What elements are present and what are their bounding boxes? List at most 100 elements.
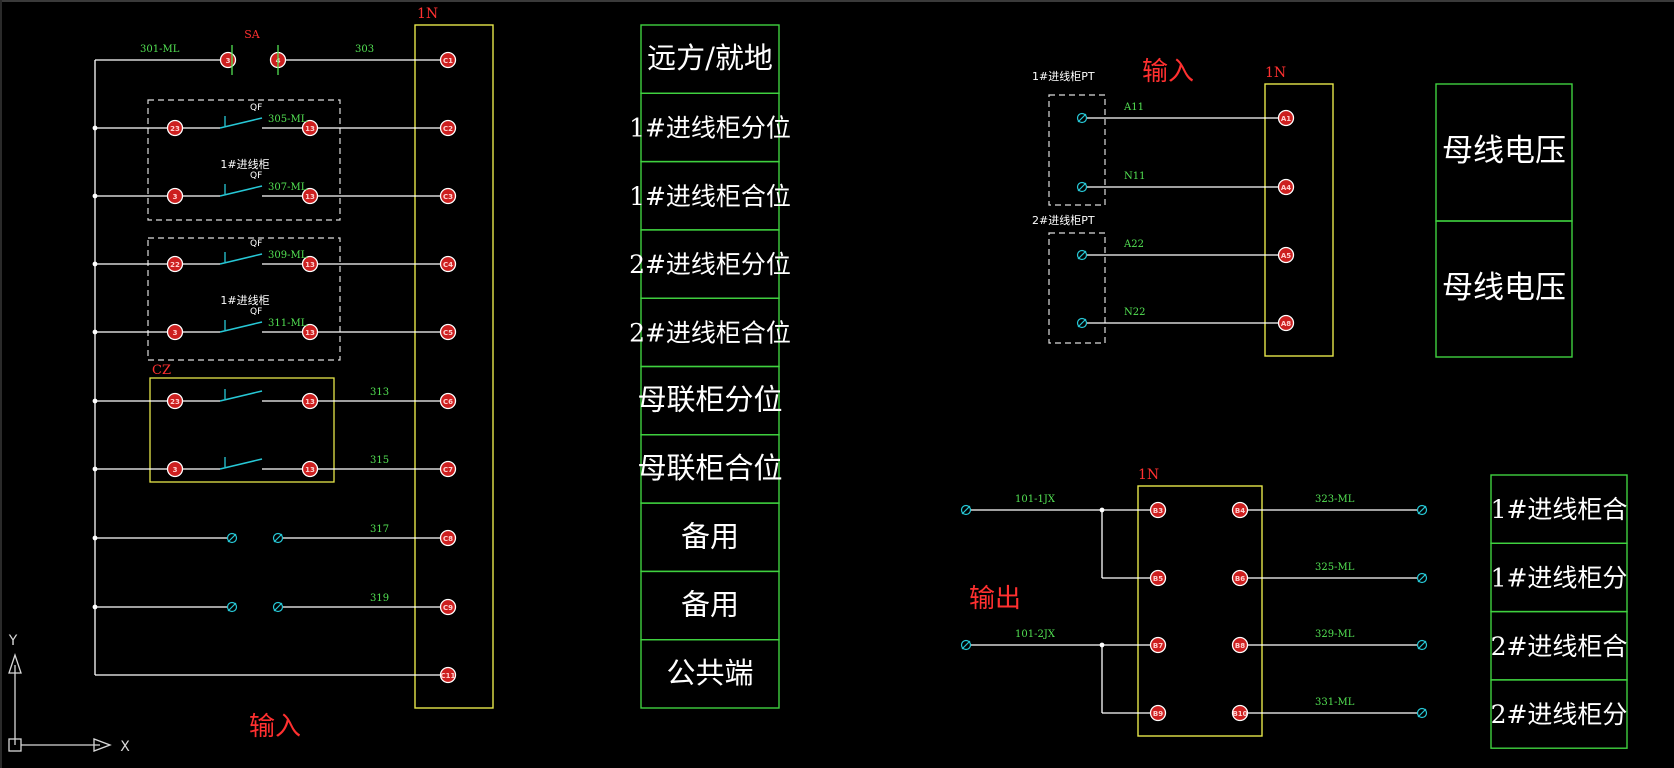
pt-box-1: [1048, 94, 1106, 206]
open-terminal-circle: [1076, 181, 1088, 193]
terminal-circle: [301, 323, 319, 341]
terminal-label: 23: [170, 125, 180, 133]
terminal-strip-1n-bottom-right: [1137, 485, 1263, 737]
bottom-left-terminal: B7: [1149, 636, 1167, 654]
open-terminal-circle: [1416, 639, 1428, 651]
contact-blade: [219, 321, 263, 333]
terminal-label: C6: [443, 398, 453, 406]
terminal-circle: [439, 598, 457, 616]
wire-label-301: 301-ML: [140, 44, 180, 55]
terminal-circle: [439, 460, 457, 478]
contact-terminal-right: 13: [301, 460, 319, 478]
terminal-label: A1: [1281, 115, 1291, 123]
terminal-circle: [301, 255, 319, 273]
contact-terminal-left: 23: [166, 392, 184, 410]
contact-terminal-left: 3: [166, 187, 184, 205]
open-terminal-slash: [227, 533, 237, 543]
terminal-label: B3: [1153, 507, 1163, 515]
cz-box: [149, 377, 335, 483]
wire-label-303: 303: [355, 44, 374, 55]
terminal-circle: [1231, 704, 1249, 722]
sa-terminal-3: 3: [219, 51, 237, 69]
terminal-label: C2: [443, 125, 453, 133]
strip-terminal: C7: [439, 460, 457, 478]
pt-wire-label: N11: [1124, 171, 1145, 182]
contact-terminal-right: 13: [301, 392, 319, 410]
cabinet-box-2: [147, 237, 341, 361]
ucs-y-label: Y: [8, 633, 18, 649]
terminal-label: 3: [173, 466, 178, 474]
open-terminal-circle: [272, 532, 284, 544]
ucs-x-label: X: [120, 739, 130, 755]
terminal-label: C1: [443, 57, 453, 65]
terminal-label: B6: [1235, 575, 1245, 583]
terminal-circle: [439, 323, 457, 341]
strip-terminal: C6: [439, 392, 457, 410]
pt-open-terminal: [1076, 317, 1088, 329]
open-terminal-slash: [273, 533, 283, 543]
open-terminal-circle: [272, 601, 284, 613]
window-left-border: [0, 0, 2, 768]
open-terminal-circle: [1416, 572, 1428, 584]
contact-blade: [219, 185, 263, 197]
output-open-terminal: [1416, 572, 1428, 584]
legend-left-item: 2#进线柜合位: [629, 318, 791, 347]
qf-contact: [219, 390, 263, 402]
legend-left-item: 公共端: [666, 656, 753, 690]
qf-contact: [219, 185, 263, 197]
pt-label-2: 2#进线柜PT: [1032, 213, 1095, 227]
open-terminal-slash: [1077, 250, 1087, 260]
wire-label: 317: [370, 524, 389, 535]
terminal-label: A4: [1281, 184, 1291, 192]
bottom-left-terminal: B5: [1149, 569, 1167, 587]
terminal-label: C3: [443, 193, 453, 201]
terminal-circle: [1231, 569, 1249, 587]
top-right-strip-terminal: A5: [1277, 246, 1295, 264]
open-terminal-slash: [273, 602, 283, 612]
cabinet-label-2: 1#进线柜: [220, 293, 269, 307]
cabinet-box-1: [147, 99, 341, 221]
output-wire-label: 323-ML: [1315, 494, 1355, 505]
open-terminal-circle: [226, 532, 238, 544]
open-terminal-slash: [1077, 113, 1087, 123]
input-junction-dot: [1099, 507, 1105, 513]
open-terminal-slash: [961, 640, 971, 650]
contact-terminal-right: 13: [301, 119, 319, 137]
bottom-right-terminal: B10: [1231, 704, 1249, 722]
terminal-label: 3: [173, 329, 178, 337]
terminal-circle: [1149, 501, 1167, 519]
terminal-circle: [1149, 704, 1167, 722]
terminal-circle: [1277, 314, 1295, 332]
terminal-circle: [301, 187, 319, 205]
open-terminal-circle: [1076, 249, 1088, 261]
legend-left-item: 1#进线柜合位: [629, 182, 791, 211]
terminal-circle: [1231, 501, 1249, 519]
ucs-x-arrow-icon: [93, 738, 112, 752]
terminal-circle: [439, 529, 457, 547]
contact-terminal-left: 22: [166, 255, 184, 273]
bottom-right-terminal: B6: [1231, 569, 1249, 587]
terminal-label: 22: [170, 261, 180, 269]
cabinet-label-1: 1#进线柜: [220, 157, 269, 171]
contact-terminal-right: 13: [301, 187, 319, 205]
terminal-circle: [439, 51, 457, 69]
terminal-label: B10: [1232, 710, 1247, 718]
terminal-label: 13: [305, 466, 315, 474]
pt-wire-label: N22: [1124, 307, 1145, 318]
legend-cell: [640, 639, 780, 709]
bottom-right-terminal: B4: [1231, 501, 1249, 519]
terminal-circle: [166, 323, 184, 341]
pt-wire-label: A11: [1123, 102, 1144, 113]
pt-box-2: [1048, 232, 1106, 344]
open-terminal-circle: [960, 504, 972, 516]
spare-open-terminal-right: [272, 601, 284, 613]
caption-input-right: 输入: [1142, 57, 1194, 87]
terminal-circle: [1231, 636, 1249, 654]
output-legend-item: 2#进线柜分: [1491, 700, 1628, 729]
qf-contact: [219, 321, 263, 333]
strip-terminal: C4: [439, 255, 457, 273]
open-terminal-circle: [226, 601, 238, 613]
wire-label: 319: [370, 593, 389, 604]
terminal-circle: [439, 666, 457, 684]
